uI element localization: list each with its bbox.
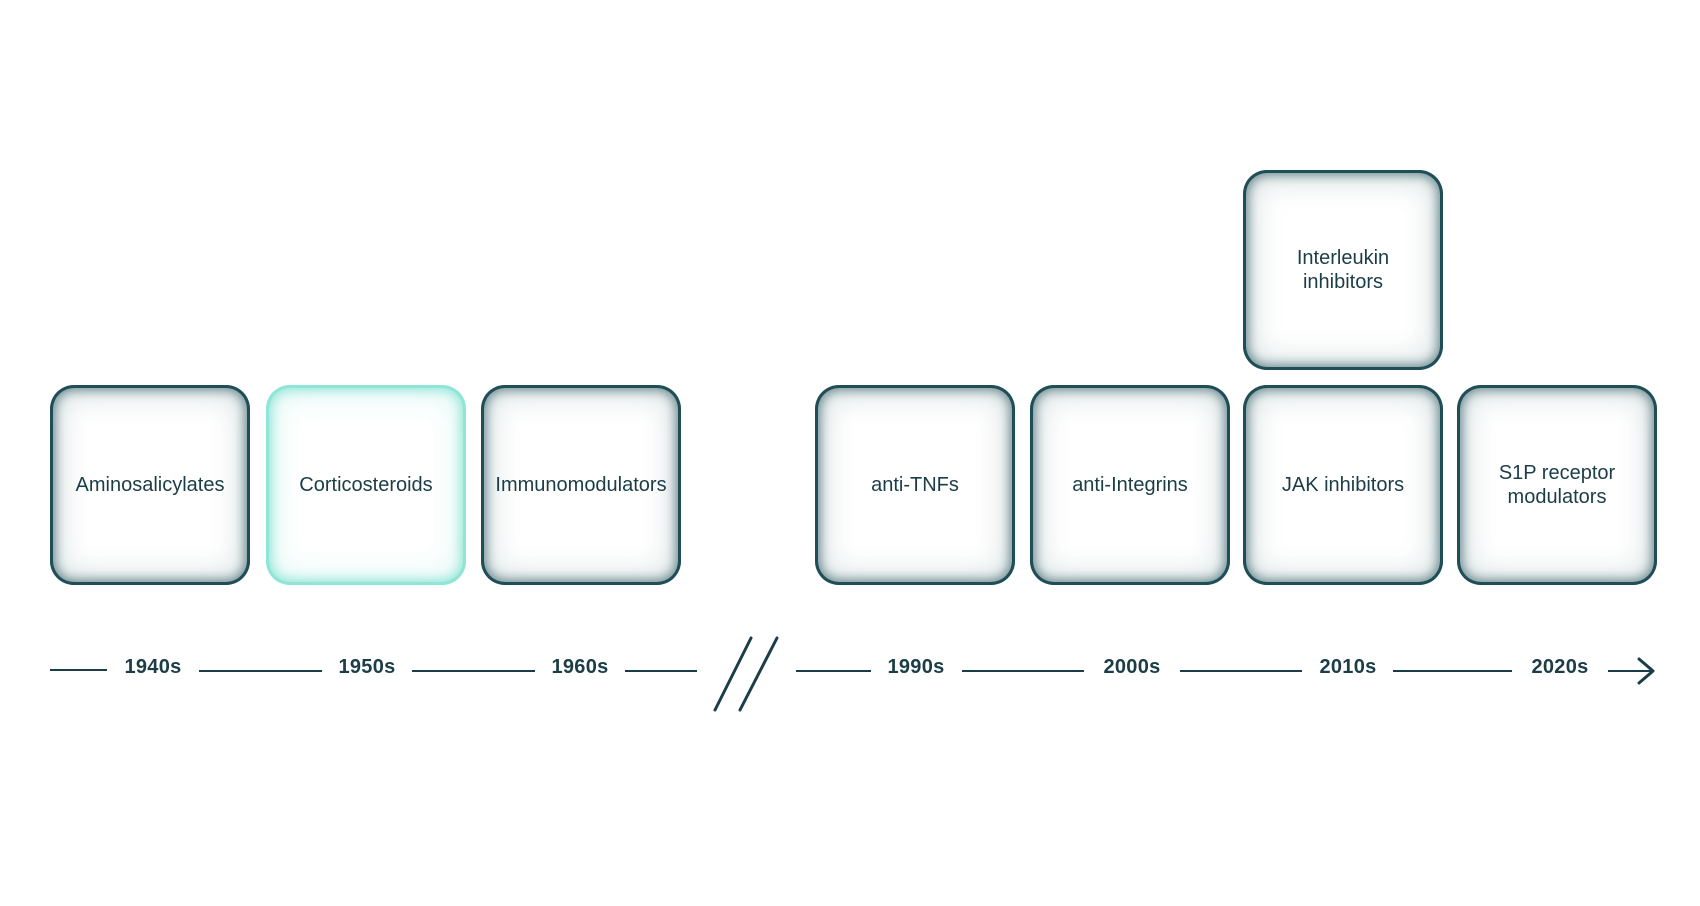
decade-label-2020s: 2020s [1531,656,1589,678]
axis-segment [50,669,107,671]
card-label: Immunomodulators [495,474,667,496]
card-immunomodulators: Immunomodulators [481,385,681,585]
axis-segment [625,670,697,672]
card-label: Corticosteroids [299,474,433,496]
axis-segment [412,670,535,672]
decade-label-1940s: 1940s [124,656,182,678]
arrow-head-icon [1637,657,1655,685]
decade-label-1990s: 1990s [887,656,945,678]
decade-label-1950s: 1950s [338,656,396,678]
card-label: Aminosalicylates [75,474,225,496]
card-label: anti-Integrins [1072,474,1188,496]
axis-segment [199,670,322,672]
card-s1p-receptor-modulators: S1P receptor modulators [1457,385,1657,585]
card-label: anti-TNFs [871,474,959,496]
card-jak-inhibitors: JAK inhibitors [1243,385,1443,585]
card-anti-integrins: anti-Integrins [1030,385,1230,585]
axis-segment [1608,670,1652,672]
axis-segment [962,670,1084,672]
card-anti-tnfs: anti-TNFs [815,385,1015,585]
card-label: JAK inhibitors [1281,474,1405,496]
axis-segment [1393,670,1512,672]
axis-segment [1180,670,1302,672]
card-interleukin-inhibitors: Interleukin inhibitors [1243,170,1443,370]
decade-label-1960s: 1960s [551,656,609,678]
card-aminosalicylates: Aminosalicylates [50,385,250,585]
card-label: S1P receptor modulators [1498,462,1616,508]
decade-label-2010s: 2010s [1319,656,1377,678]
card-corticosteroids: Corticosteroids [266,385,466,585]
axis-segment [796,670,871,672]
decade-label-2000s: 2000s [1103,656,1161,678]
card-label: Interleukin inhibitors [1296,247,1390,293]
axis-break-mark [713,636,753,712]
axis-break-mark [738,636,779,712]
